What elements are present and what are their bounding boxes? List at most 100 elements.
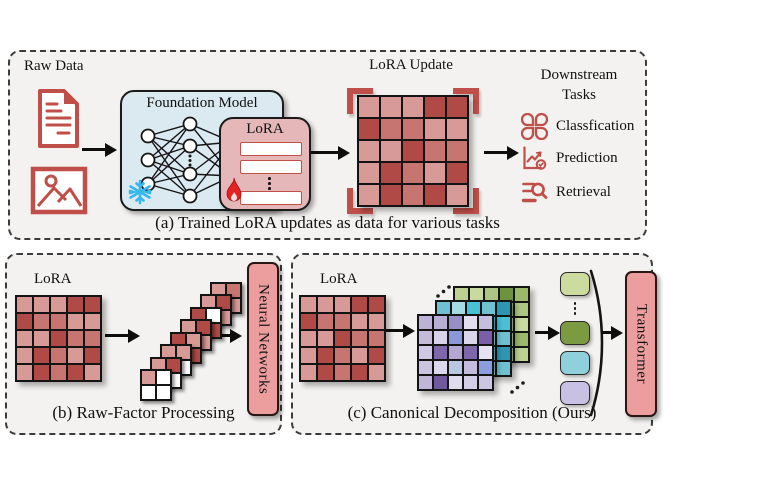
lora-weight-bar (240, 142, 302, 156)
matrix-cell (84, 364, 101, 381)
matrix-cell (478, 345, 493, 360)
task-label: Prediction (556, 150, 618, 166)
matrix-cell (334, 313, 351, 330)
matrix-cell (33, 347, 50, 364)
matrix-cell (514, 332, 529, 347)
matrix-cell (463, 345, 478, 360)
matrix-cell (433, 345, 448, 360)
task-retrieval: Retrieval (521, 179, 611, 206)
prediction-icon (521, 145, 548, 172)
matrix-cell (402, 184, 424, 206)
matrix-cell (448, 330, 463, 345)
matrix-cell (402, 118, 424, 140)
matrix-cell (514, 347, 529, 362)
matrix-cell (448, 375, 463, 390)
raw-data-label: Raw Data (24, 58, 84, 74)
matrix-cell (446, 162, 468, 184)
matrix-cell (16, 364, 33, 381)
matrix-cell (351, 313, 368, 330)
matrix-brackets (347, 88, 479, 214)
panel-a-trained-lora: Raw Data Foundation Model (8, 50, 647, 240)
matrix-cell (514, 302, 529, 317)
matrix-cell (368, 313, 385, 330)
caption-b: (b) Raw-Factor Processing (52, 403, 235, 422)
vertical-ellipsis (268, 177, 271, 190)
matrix-cell (156, 370, 171, 385)
matrix-cell (358, 140, 380, 162)
matrix-cell (368, 347, 385, 364)
lora-adapter-box: LoRA (219, 117, 311, 211)
matrix-cell (216, 295, 231, 310)
task-prediction: Prediction (521, 145, 618, 172)
factor-cascade (140, 269, 248, 405)
matrix-cell (463, 360, 478, 375)
matrix-cell (418, 375, 433, 390)
matrix-cell (300, 347, 317, 364)
lora-weight-bar (240, 160, 302, 174)
matrix-cell (418, 315, 433, 330)
arrow (484, 151, 508, 155)
lora-weight-bar (240, 191, 302, 205)
matrix-cell (514, 317, 529, 332)
matrix-cell (424, 96, 446, 118)
matrix-cell (496, 316, 511, 331)
matrix-cell (334, 347, 351, 364)
matrix-cell (141, 385, 156, 400)
matrix-cell (50, 364, 67, 381)
task-label: Retrieval (556, 184, 611, 200)
matrix-cell (402, 162, 424, 184)
matrix-cell (448, 360, 463, 375)
downstream-tasks-label: Downstream Tasks (540, 67, 618, 103)
matrix-cell (16, 296, 33, 313)
matrix-cell (514, 287, 529, 302)
matrix-cell (446, 118, 468, 140)
lora-adapter-label: LoRA (246, 121, 284, 137)
matrix-cell (424, 140, 446, 162)
arrow (535, 331, 549, 335)
arrow (311, 151, 339, 155)
matrix-cell (478, 330, 493, 345)
matrix-cell (496, 361, 511, 376)
matrix-cell (380, 162, 402, 184)
diagonal-ellipsis (509, 380, 526, 395)
matrix-cell (478, 315, 493, 330)
matrix-cell (358, 118, 380, 140)
lora-label-c: LoRA (320, 271, 358, 287)
token-0 (560, 272, 590, 296)
lora-matrix-b (15, 295, 102, 382)
matrix-cell (33, 330, 50, 347)
matrix-cell (16, 347, 33, 364)
transformer-box: Transformer (625, 271, 657, 417)
panel-c-canonical-decomposition: LoRA (291, 253, 657, 435)
matrix-cell (424, 184, 446, 206)
arrow (105, 334, 129, 338)
matrix-cell (67, 296, 84, 313)
matrix-cell (433, 375, 448, 390)
caption-c: (c) Canonical Decomposition (Ours) (347, 403, 597, 422)
token-3 (560, 380, 590, 405)
matrix-cell (67, 313, 84, 330)
matrix-cell (368, 330, 385, 347)
lora-update-label: LoRA Update (369, 57, 453, 73)
flame-icon (224, 177, 244, 204)
matrix-cell (418, 330, 433, 345)
matrix-cell (186, 332, 201, 348)
transformer-label: Transformer (633, 304, 650, 384)
matrix-cell (317, 364, 334, 381)
matrix-cell (380, 96, 402, 118)
matrix-cell (358, 162, 380, 184)
matrix-cell (84, 330, 101, 347)
caption-a: (a) Trained LoRA updates as data for var… (155, 213, 500, 232)
matrix-cell (33, 296, 50, 313)
retrieval-icon (521, 179, 548, 206)
matrix-cell (317, 330, 334, 347)
matrix-cell (351, 296, 368, 313)
document-icon (36, 88, 82, 150)
matrix-cell (496, 346, 511, 361)
matrix-cell (300, 330, 317, 347)
arrow (601, 331, 612, 335)
matrix-cell (334, 330, 351, 347)
token-1 (560, 320, 590, 345)
matrix-cell (380, 140, 402, 162)
matrix-cell (166, 357, 181, 373)
